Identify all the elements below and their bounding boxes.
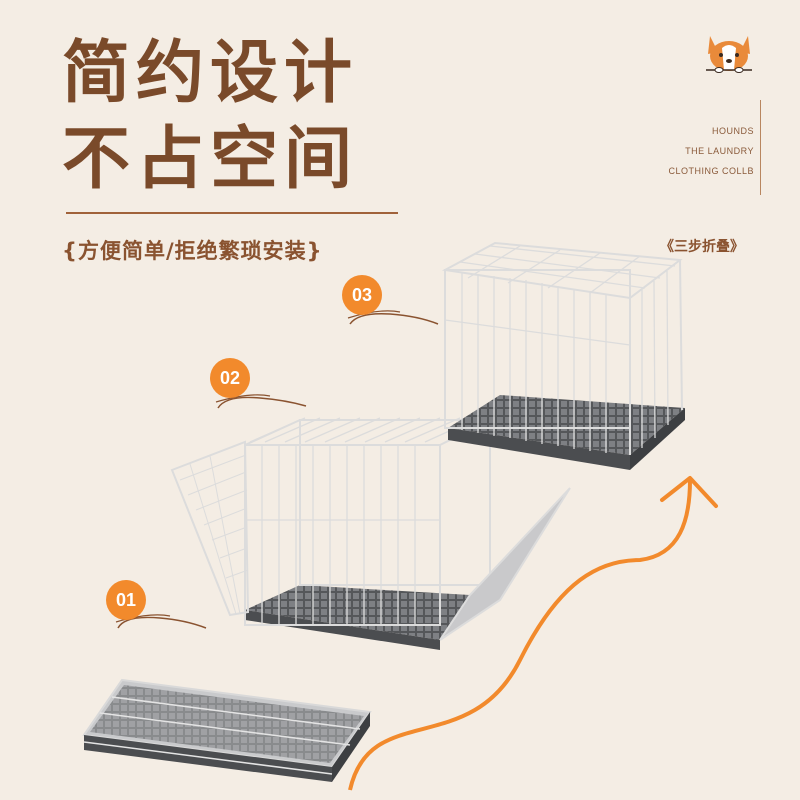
brand-line-1: HOUNDS <box>711 126 754 136</box>
unfolding-cage <box>170 417 571 650</box>
headline-line-1: 简约设计 <box>62 34 359 113</box>
folded-cage <box>82 678 372 782</box>
brand-line-3: CLOTHING COLLB <box>668 166 754 176</box>
brand-line-2: THE LAUNDRY <box>685 146 754 156</box>
step-number-02: 02 <box>210 358 250 398</box>
step-number-01: 01 <box>106 580 146 620</box>
curved-arrow-up-icon <box>348 479 692 791</box>
step-number-03: 03 <box>342 275 382 315</box>
headline-line-2: 不占空间 <box>62 120 359 199</box>
brand-side-line <box>760 100 761 195</box>
steps-label: 《三步折叠》 <box>660 239 744 255</box>
assembled-cage <box>441 241 685 470</box>
headline-divider <box>66 212 398 214</box>
tagline: {方便简单/拒绝繁琐安装} <box>62 239 323 263</box>
